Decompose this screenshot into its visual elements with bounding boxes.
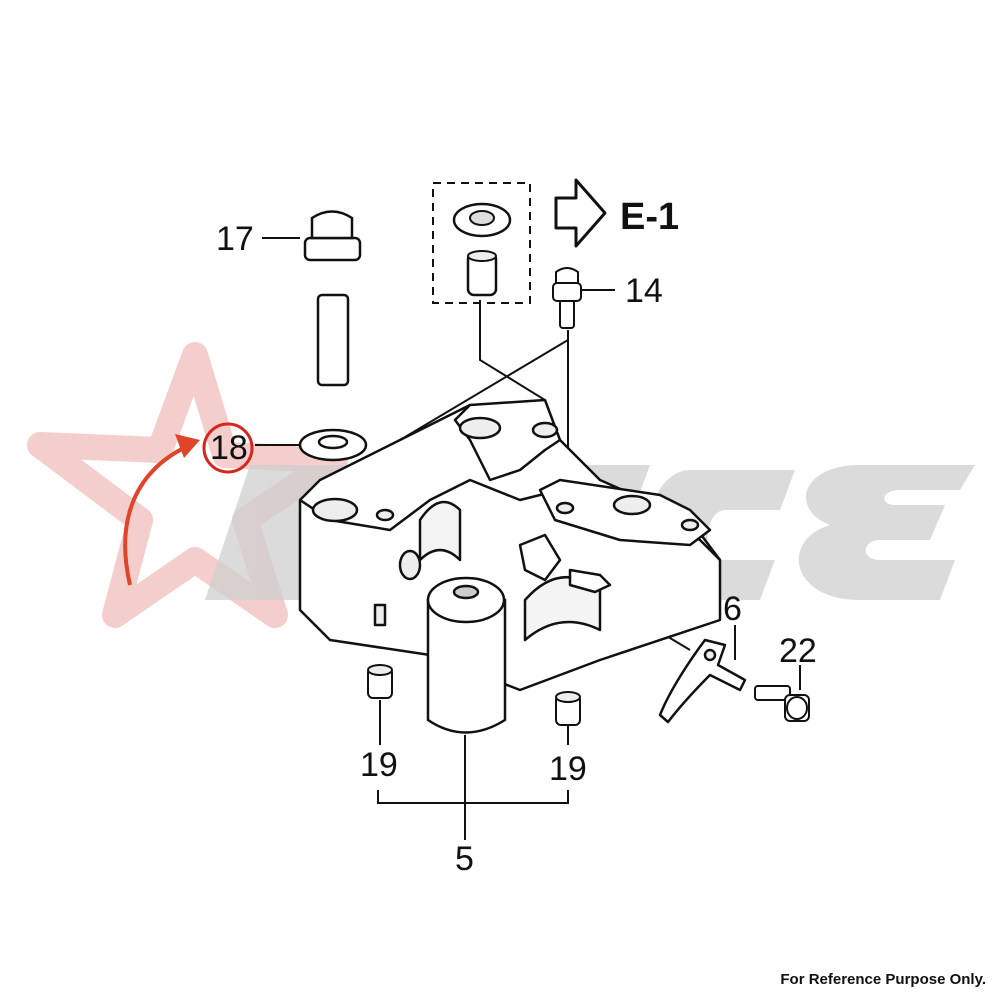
callout-19-left: 19 [360,746,398,784]
callout-18: 18 [210,429,248,467]
cylinder-boss [426,576,507,734]
callout-17: 17 [216,220,254,258]
bolt-part-22 [754,685,810,722]
watermark-star-logo [27,342,348,628]
reference-e1-label: E-1 [620,196,680,238]
reference-note: For Reference Purpose Only. [780,971,986,988]
callout-6: 6 [723,590,742,628]
highlight-marker [123,422,254,586]
reference-arrow-icon [554,178,607,248]
e1-parts-box [432,182,531,304]
callout-19-right: 19 [549,750,587,788]
dowel-pin-part-19-right [555,691,581,726]
holder-part-5 [298,398,722,692]
washer-part-18 [298,428,368,462]
bolt-part-17 [303,210,362,387]
plate-part-6 [658,638,747,724]
callout-5: 5 [455,840,474,878]
callout-14: 14 [625,272,663,310]
bolt-part-14 [552,267,582,329]
callout-22: 22 [779,632,817,670]
dowel-pin-part-19-left [367,664,393,699]
